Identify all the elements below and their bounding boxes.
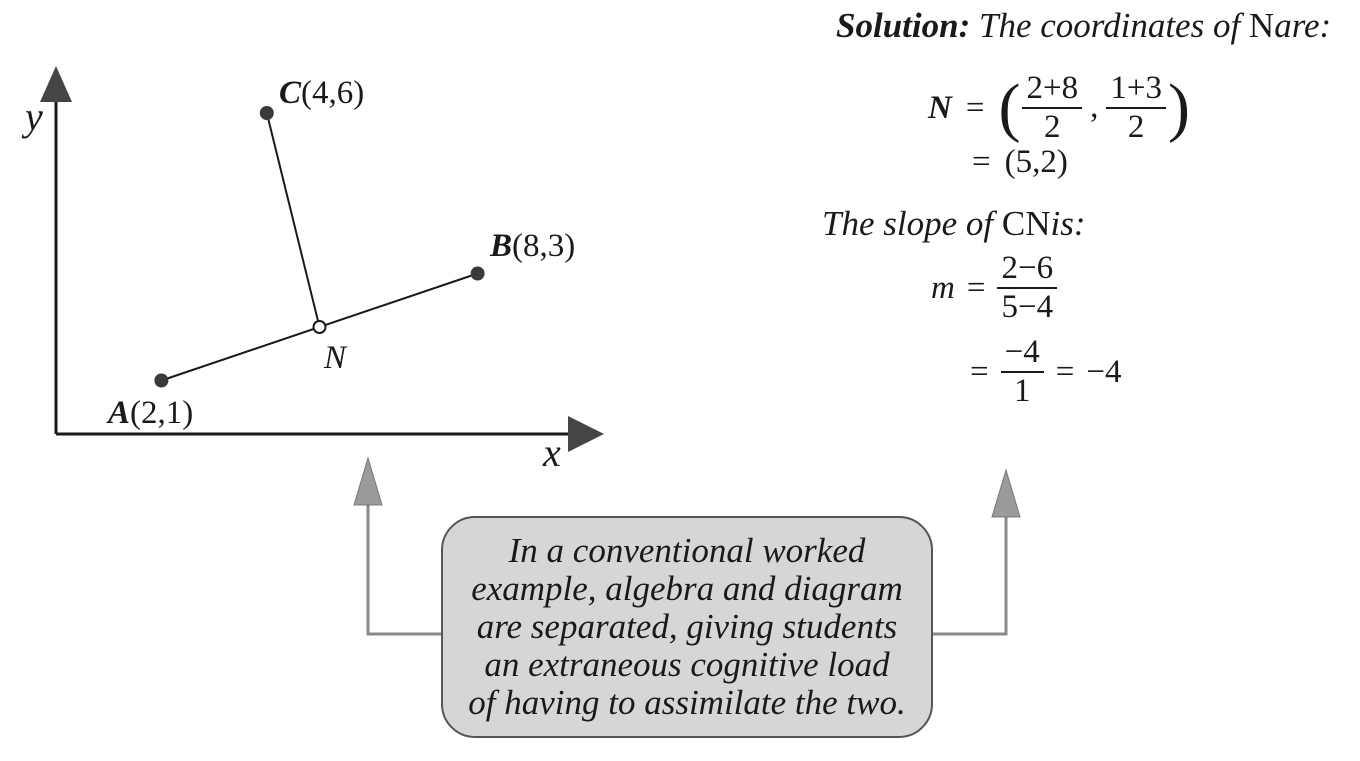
midpoint-equation: N = ( 2+8 2 , 1+3 2 ) <box>928 70 1190 146</box>
x-axis-arrowhead <box>568 416 604 452</box>
y-axis-label: y <box>21 94 43 139</box>
label-point-b: B(8,3) <box>489 228 575 264</box>
y-axis-arrowhead <box>40 66 72 102</box>
connector-right <box>932 512 1008 636</box>
label-point-a: A(2,1) <box>106 395 193 431</box>
connector-left <box>366 500 442 636</box>
midpoint-x-fraction: 2+8 2 <box>1022 70 1083 146</box>
paren-open: ( <box>998 71 1021 144</box>
segment-cn <box>265 112 321 328</box>
solution-intro: Solution: The coordinates of Nare: <box>836 6 1332 45</box>
midpoint-y-fraction: 1+3 2 <box>1106 70 1166 146</box>
slope-intro: The slope of CNis: <box>822 204 1086 243</box>
paren-close: ) <box>1167 71 1190 144</box>
connector-right-arrowhead <box>991 468 1021 518</box>
callout-line: an extraneous cognitive load <box>484 645 890 684</box>
x-axis-label: x <box>542 430 561 475</box>
callout-line: are separated, giving students <box>476 607 898 646</box>
slope-simplified-fraction: −4 1 <box>1000 334 1044 410</box>
point-n-midpoint <box>312 320 327 334</box>
slope-result: = −4 1 = −4 <box>970 334 1122 410</box>
label-point-c: C(4,6) <box>279 75 364 111</box>
connector-left-arrowhead <box>353 456 383 506</box>
callout-line: In a conventional worked <box>508 531 866 570</box>
point-a <box>154 373 169 388</box>
midpoint-result: =(5,2) <box>972 144 1068 180</box>
solution-heading: Solution: <box>836 6 971 45</box>
callout-line: example, algebra and diagram <box>471 569 903 608</box>
callout-line: of having to assimilate the two. <box>468 683 906 722</box>
callout-box: In a conventional worked example, algebr… <box>441 516 933 738</box>
point-c <box>259 106 274 120</box>
slope-fraction: 2−6 5−4 <box>997 250 1058 326</box>
label-point-n: N <box>323 340 348 376</box>
point-b <box>470 266 485 281</box>
slope-equation: m = 2−6 5−4 <box>931 250 1058 326</box>
